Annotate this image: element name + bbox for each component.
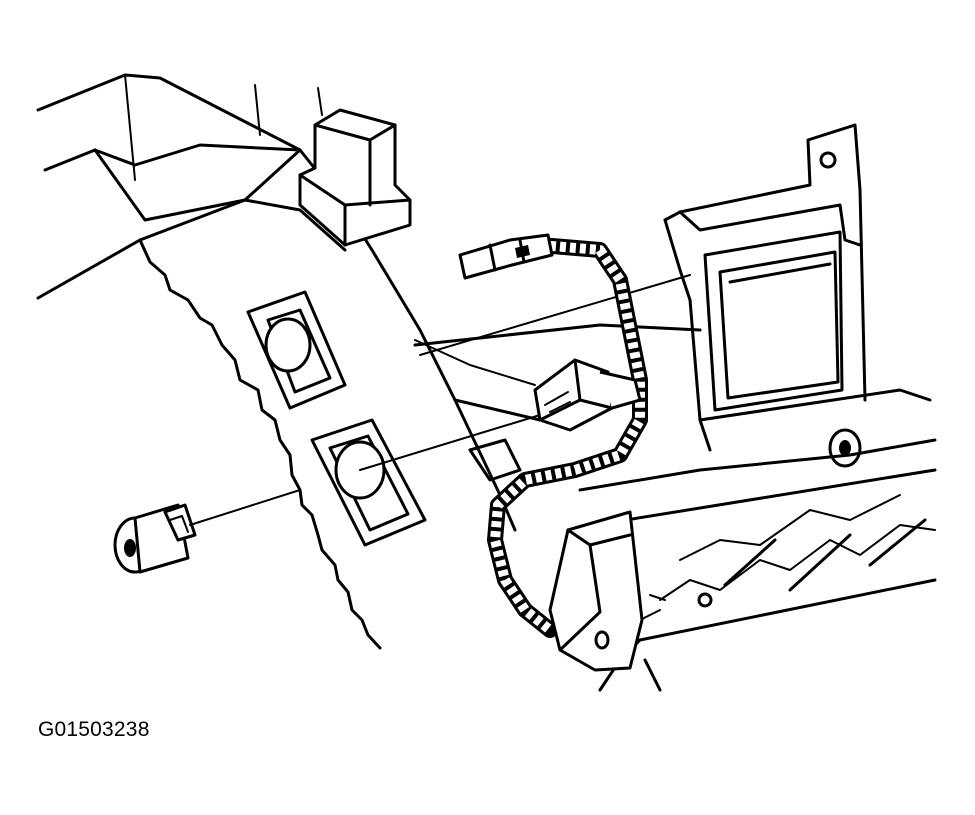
lower-switch-opening	[310, 418, 427, 547]
harness-connector-top	[458, 233, 554, 280]
upper-switch-opening	[246, 290, 347, 410]
dash-floor-piece	[413, 323, 702, 482]
lower-mounting-bracket	[548, 510, 662, 692]
wiring-harness	[487, 237, 648, 638]
figure-id-caption: G01503238	[38, 718, 150, 741]
dash-panel-cutaway	[138, 238, 382, 650]
switch-assembly	[113, 503, 197, 574]
top-mounting-block	[298, 108, 412, 247]
harness-connector-middle	[533, 358, 642, 432]
control-module-bracket	[663, 123, 932, 468]
alignment-lines	[189, 274, 691, 526]
